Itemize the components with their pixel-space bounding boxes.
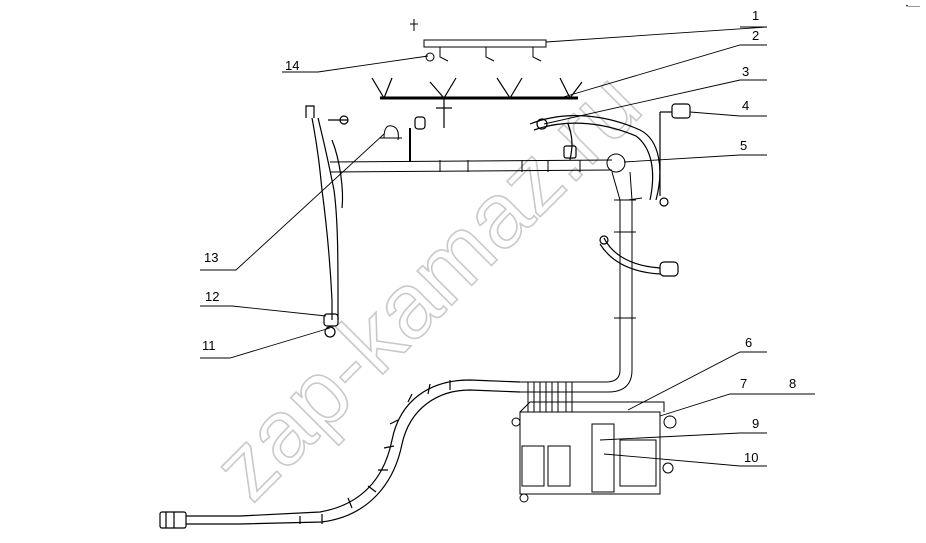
corner-mark: •——	[906, 4, 920, 10]
leader-3	[543, 79, 767, 125]
callout-3: 3	[742, 64, 749, 79]
leader-2	[559, 44, 767, 99]
callout-10: 10	[744, 450, 758, 465]
control-unit-assembly	[511, 382, 677, 503]
callout-9: 9	[752, 416, 759, 431]
callout-4: 4	[742, 98, 749, 113]
callout-5: 5	[740, 138, 747, 153]
watermark-text: zap-kamaz.ru	[194, 53, 660, 519]
callout-12: 12	[205, 289, 219, 304]
leader-9	[599, 432, 767, 441]
callout-8: 8	[789, 376, 796, 391]
callout-6: 6	[745, 335, 752, 350]
leader-14	[282, 55, 429, 73]
callout-11: 11	[202, 338, 216, 353]
callout-7: 7	[740, 376, 747, 391]
leader-lines	[200, 26, 815, 467]
leader-4	[689, 111, 767, 117]
corrugated-branch	[159, 379, 521, 529]
callout-2: 2	[752, 28, 759, 43]
vertical-trunk	[520, 171, 643, 393]
leader-6	[627, 351, 767, 411]
leader-12	[200, 305, 327, 317]
leader-7	[659, 393, 790, 417]
clip-13	[380, 125, 402, 141]
callout-13: 13	[204, 250, 218, 265]
injector-harness	[371, 77, 583, 162]
leader-1	[545, 26, 768, 43]
callout-1: 1	[752, 8, 759, 23]
right-branch	[529, 103, 691, 207]
left-branch	[305, 105, 349, 338]
callout-14: 14	[285, 58, 299, 73]
leader-10	[603, 453, 767, 467]
leader-13	[200, 133, 385, 271]
leader-5	[623, 154, 767, 163]
main-trunk	[329, 153, 626, 173]
leader-11	[200, 327, 331, 359]
side-branch	[599, 235, 679, 277]
callout-labels: 1 2 3 4 5 6 7 8 9 10 11 12 13 14	[202, 8, 796, 465]
injector-bracket	[410, 19, 547, 62]
